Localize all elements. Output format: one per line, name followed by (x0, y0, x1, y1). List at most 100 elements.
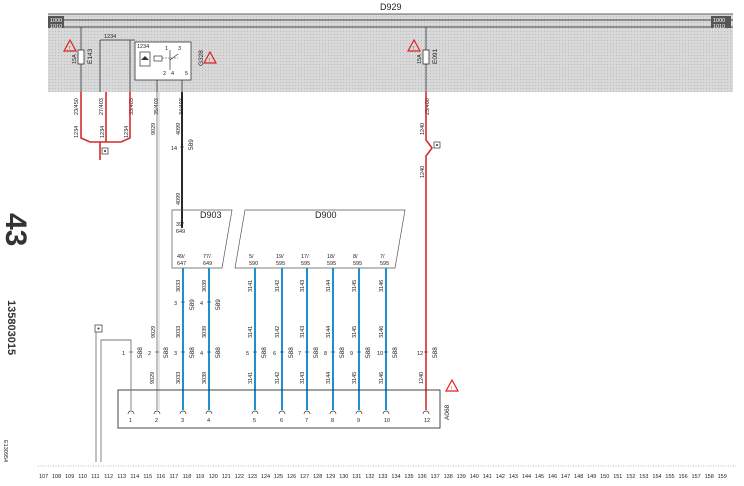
fuse-e091-name: E091 (432, 48, 439, 64)
conn-588-pin: 3 (174, 351, 177, 357)
wire-label-1240-lower: 1240 (420, 166, 426, 178)
wire-label-lower: 9029 (150, 372, 156, 384)
pin-socket-icon (127, 410, 135, 415)
grid-index: 148 (574, 474, 583, 480)
conn-588-name: 588 (163, 347, 170, 358)
pin-header-bottom: 595 (327, 261, 336, 267)
grid-index: 110 (78, 474, 87, 480)
grid-index: 139 (457, 474, 466, 480)
grid-index: 145 (535, 474, 544, 480)
conn-588-name: 588 (365, 347, 372, 358)
a068-pin: 6 (280, 418, 283, 424)
wire-label-4099-lower: 4099 (176, 193, 182, 205)
wire-label-upper: 3141 (248, 280, 254, 292)
grid-index: 109 (65, 474, 74, 480)
grid-index: 149 (587, 474, 596, 480)
conn-589-name: 589 (215, 299, 222, 310)
pin-header-top: 17/ (301, 254, 309, 260)
pin-socket-icon (303, 410, 311, 415)
grid-index: 112 (104, 474, 113, 480)
grid-index: 129 (326, 474, 335, 480)
pin-label-33-403: 33/403 (129, 98, 135, 115)
conn-588-pin: 10 (377, 351, 383, 357)
conn-588-pin: 4 (200, 351, 203, 357)
wire-label-upper: 3142 (275, 280, 281, 292)
conn-588-name: 588 (392, 347, 399, 358)
wire-label-1234: 1234 (74, 126, 80, 138)
relay-pin-1: 1 (165, 46, 168, 52)
pin-socket-icon (355, 410, 363, 415)
relay-pin-3: 3 (178, 46, 181, 52)
pin-header-bottom: 595 (301, 261, 310, 267)
conn-588-pin: 8 (324, 351, 327, 357)
wire-label-upper: 3145 (352, 280, 358, 292)
module-d900-label: D900 (315, 210, 337, 220)
a068-pin: 7 (305, 418, 308, 424)
a068-pin: 2 (155, 418, 158, 424)
conn-588-name: 588 (432, 347, 439, 358)
a068-pin: 12 (424, 418, 430, 424)
pin-header-top: 18/ (327, 254, 335, 260)
wire-label-upper: 3033 (176, 280, 182, 292)
pin-socket-icon (153, 410, 161, 415)
conn-589-name: 589 (189, 299, 196, 310)
pin-header-bottom: 590 (249, 261, 258, 267)
pin-socket-icon (278, 410, 286, 415)
relay-g328-name: G328 (198, 50, 205, 66)
pin-header-bottom: 595 (353, 261, 362, 267)
conn-589-pin: 4 (200, 301, 203, 307)
grid-index: 142 (496, 474, 505, 480)
grid-index: 121 (222, 474, 231, 480)
a068-pin: 5 (253, 418, 256, 424)
conn-588-name: 588 (215, 347, 222, 358)
conn-588-pin: 12 (417, 351, 423, 357)
pin-label-23-450: 23/450 (74, 98, 80, 115)
fuse-e091 (422, 49, 430, 65)
conn-588-name: 588 (313, 347, 320, 358)
conn-588-pin: 7 (298, 351, 301, 357)
grid-index: 126 (287, 474, 296, 480)
grid-index: 132 (365, 474, 374, 480)
a068-pin: 4 (207, 418, 210, 424)
wire-label-lower: 1240 (419, 372, 425, 384)
wire-1234-relay: 1234 (137, 44, 149, 50)
wire-label-mid: 3033 (176, 326, 182, 338)
grid-index: 119 (196, 474, 205, 480)
wire-label-mid: 3143 (300, 326, 306, 338)
svg-text:!: ! (451, 386, 453, 392)
wire-label-lower: 3144 (326, 372, 332, 384)
grid-index: 135 (404, 474, 413, 480)
grid-index: 115 (143, 474, 152, 480)
warning-icon: ! (202, 50, 218, 64)
grid-index: 150 (600, 474, 609, 480)
conn-589-top-pin: 14 (171, 146, 177, 152)
grid-index: 154 (652, 474, 661, 480)
conn-588-pin: 6 (273, 351, 276, 357)
wire-label-upper: 3039 (202, 280, 208, 292)
wire-label-lower: 3033 (176, 372, 182, 384)
grid-index: 138 (444, 474, 453, 480)
fuse-e143-rating: 15A (72, 54, 78, 64)
pin-label-25-400: 25/400 (425, 98, 431, 115)
grid-index: 140 (470, 474, 479, 480)
svg-text:!: ! (413, 46, 415, 52)
wire-label-mid: 3141 (248, 326, 254, 338)
grid-index: 122 (235, 474, 244, 480)
relay-pin-5: 5 (185, 71, 188, 77)
pin-header-top: 49/ (177, 254, 185, 260)
bus-label-right-1000: 1000 (713, 18, 725, 24)
grid-index: 131 (352, 474, 361, 480)
grid-index: 111 (91, 474, 99, 480)
conn-588-name: 588 (189, 347, 196, 358)
relay-g328 (134, 41, 192, 81)
grid-index: 108 (52, 474, 61, 480)
grid-index: 147 (561, 474, 570, 480)
pin-socket-icon (251, 410, 259, 415)
warning-icon: ! (62, 38, 78, 52)
pin-header-top: 19/ (276, 254, 284, 260)
wire-label-upper: 3146 (379, 280, 385, 292)
grid-index: 134 (391, 474, 400, 480)
grid-index: 117 (170, 474, 179, 480)
warning-icon: ! (406, 38, 422, 52)
wire-label-mid: 9029 (151, 326, 157, 338)
